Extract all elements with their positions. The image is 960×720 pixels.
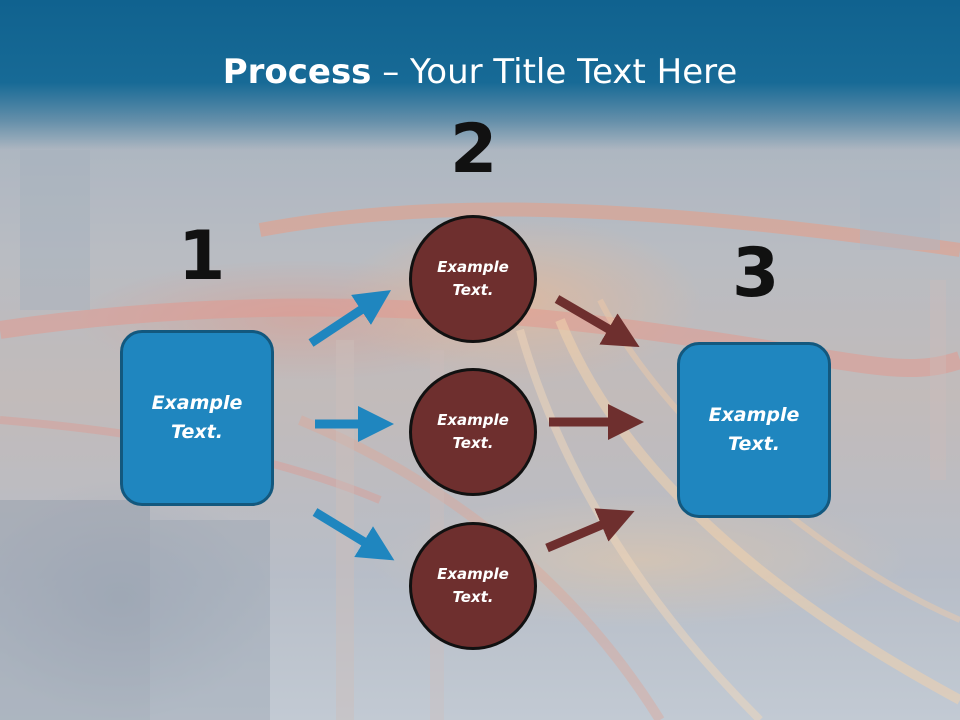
step-number-2: 2 [450, 110, 498, 189]
right-box-line1: Example [708, 404, 800, 426]
left-box: Example Text. [120, 330, 274, 506]
arrow-brown-up [545, 508, 635, 553]
left-box-line1: Example [151, 392, 243, 414]
circle-bottom-line1: Example [437, 565, 509, 583]
left-box-line2: Text. [171, 421, 223, 443]
right-box-line2: Text. [728, 433, 780, 455]
arrow-blue-down [312, 508, 395, 561]
circle-middle-line1: Example [437, 411, 509, 429]
step-number-3: 3 [732, 234, 780, 313]
circle-bottom-line2: Text. [452, 588, 494, 606]
circle-middle: Example Text. [409, 368, 537, 496]
circle-top-line1: Example [437, 258, 509, 276]
circle-top-line2: Text. [452, 281, 494, 299]
title-rest: – Your Title Text Here [371, 52, 738, 92]
circle-middle-line2: Text. [452, 434, 494, 452]
slide-title: Process – Your Title Text Here [0, 52, 960, 92]
step-number-1: 1 [178, 217, 226, 296]
right-box: Example Text. [677, 342, 831, 518]
arrow-brown-down [554, 295, 640, 348]
circle-top: Example Text. [409, 215, 537, 343]
arrow-blue-up [308, 290, 392, 347]
circle-bottom: Example Text. [409, 522, 537, 650]
title-bold: Process [222, 52, 372, 92]
header-band [0, 0, 960, 150]
